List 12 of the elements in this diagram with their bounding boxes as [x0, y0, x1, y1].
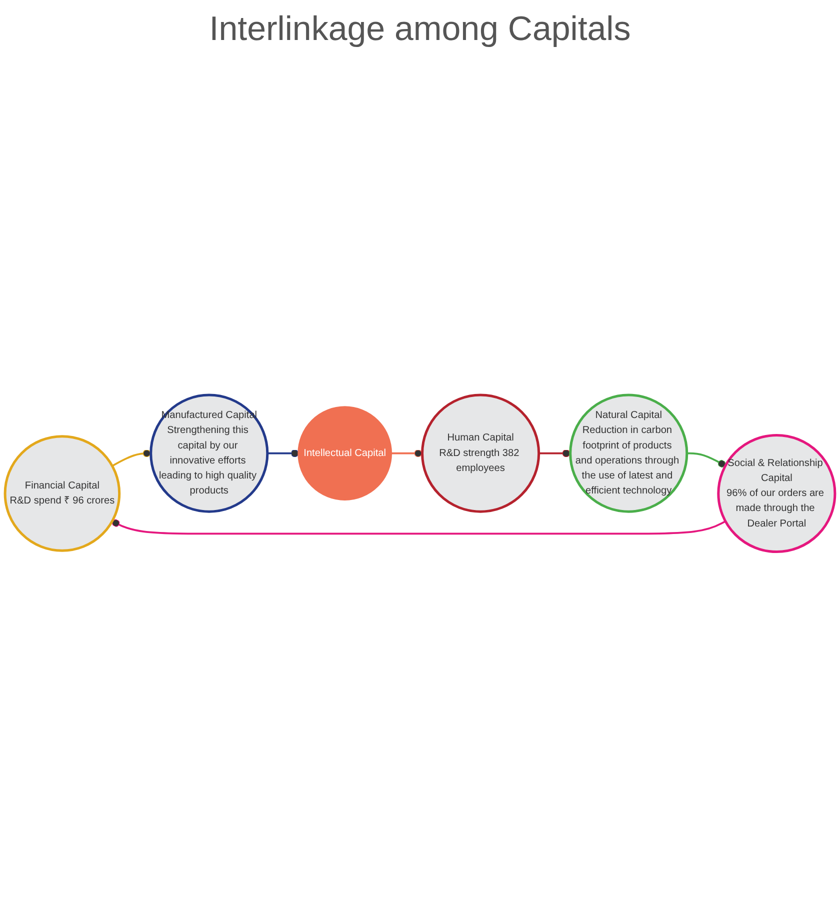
- connector: [267, 449, 299, 457]
- node-circle: Financial Capital R&D spend ₹ 96 crores: [4, 434, 121, 552]
- node-circle: Social & Relationship Capital 96% of our orders are made through the Dealer Portal: [717, 434, 836, 553]
- node-circle: Human Capital R&D strength 382 employees: [421, 393, 540, 512]
- diagram-title: Interlinkage among Capitals: [208, 10, 632, 49]
- node-circle: Intellectual Capital: [298, 406, 392, 500]
- node-circle: Natural Capital Reduction in carbon footprint of products and operations through the use of latest and efficient technology: [569, 393, 688, 512]
- connector: [538, 449, 570, 457]
- connector: [390, 449, 422, 457]
- connector: [686, 452, 726, 468]
- connector: [112, 449, 151, 466]
- connector: [112, 518, 726, 534]
